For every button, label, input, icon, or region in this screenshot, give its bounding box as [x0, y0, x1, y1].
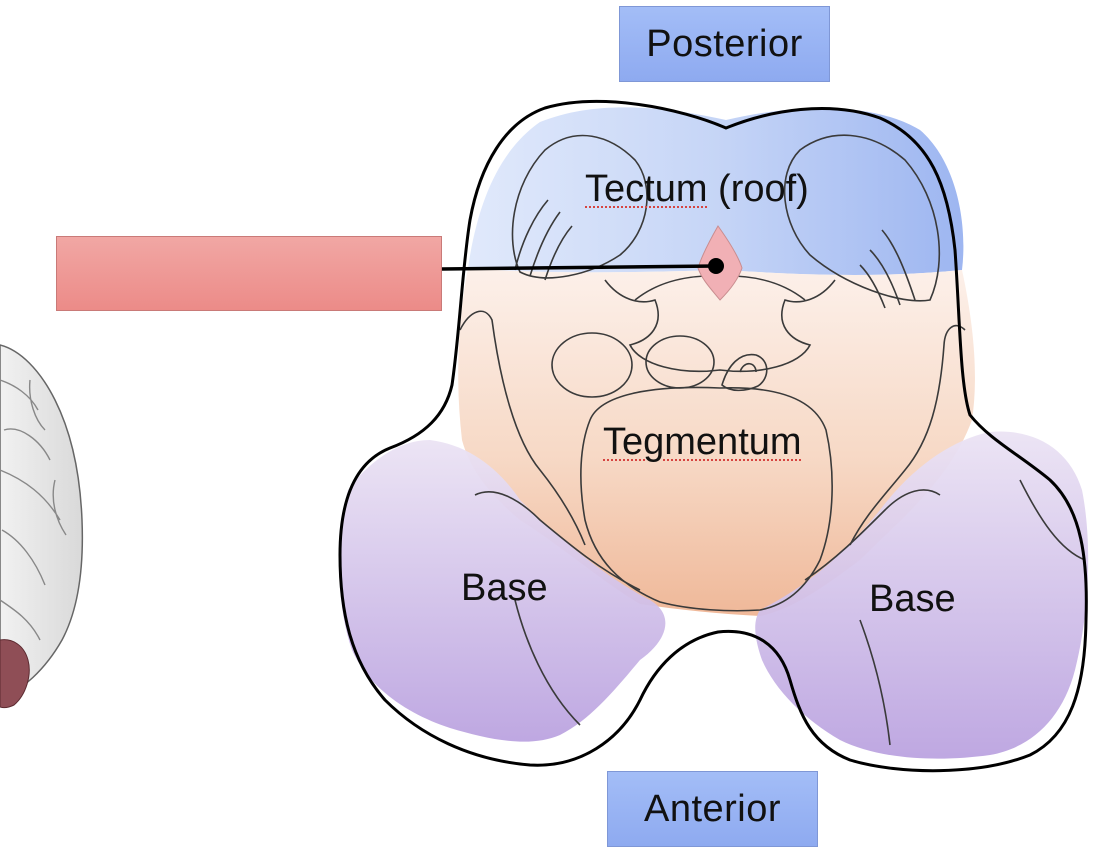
posterior-label: Posterior: [619, 6, 830, 82]
base-left-label: Base: [461, 567, 548, 609]
anterior-text: Anterior: [643, 787, 782, 830]
internal-structure-lines: [459, 134, 1086, 746]
partial-brain-illustration: [0, 344, 84, 709]
tegmentum-label: Tegmentum: [603, 421, 802, 463]
tectum-region: [468, 107, 964, 275]
base-right-label: Base: [869, 578, 956, 620]
blank-answer-box[interactable]: [56, 236, 442, 311]
tectum-label: Tectum (roof): [585, 170, 809, 208]
pointer-line: [441, 264, 717, 271]
base-left-region: [339, 440, 666, 742]
tectum-suffix: (roof): [707, 168, 809, 210]
base-right-region: [755, 431, 1089, 759]
anterior-label: Anterior: [607, 771, 818, 847]
pointer-dot: [708, 258, 724, 274]
midbrain-outline: [338, 99, 1088, 773]
tectum-word: Tectum: [585, 168, 708, 210]
posterior-text: Posterior: [646, 22, 803, 65]
